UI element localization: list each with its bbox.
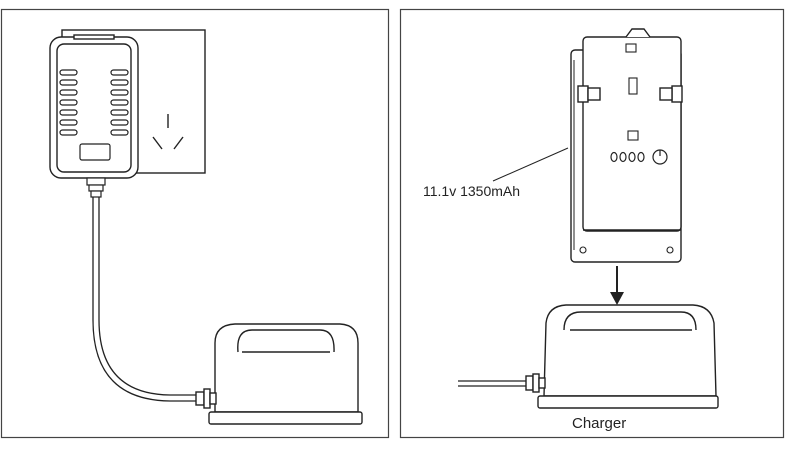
battery-label-leader	[492, 147, 569, 182]
wall-adapter-icon	[49, 34, 139, 198]
arrow-down-icon	[610, 266, 624, 305]
power-cable-inner	[98, 197, 196, 396]
left-panel-frame	[0, 8, 390, 439]
charger-dock-icon	[458, 304, 719, 409]
battery-pack-icon	[570, 28, 683, 263]
right-panel-frame	[399, 8, 785, 439]
battery-label: 11.1v 1350mAh	[423, 183, 520, 199]
charger-dock-icon	[195, 323, 363, 425]
right-panel: 11.1v 1350mAh Charger	[398, 0, 798, 449]
power-cable	[92, 197, 196, 402]
left-panel	[0, 0, 398, 449]
left-diagram	[0, 8, 390, 439]
right-diagram: 11.1v 1350mAh Charger	[399, 8, 785, 439]
charger-label: Charger	[572, 415, 626, 432]
